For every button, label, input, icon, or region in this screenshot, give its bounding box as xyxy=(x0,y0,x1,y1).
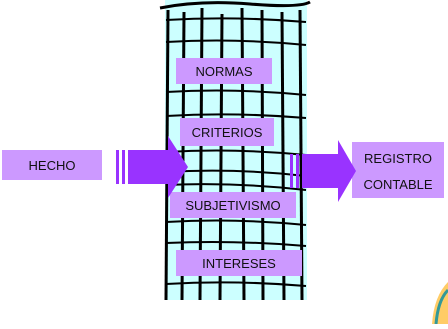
criterios-label: CRITERIOS xyxy=(191,124,263,140)
grid-top-edge xyxy=(159,0,311,10)
subjetivismo-label: SUBJETIVISMO xyxy=(185,197,281,213)
intereses-label: INTERESES xyxy=(202,255,276,271)
corner-decoration xyxy=(432,282,448,325)
grid-horizontal-lines xyxy=(165,17,307,287)
hecho-box xyxy=(2,150,102,180)
criterios-box xyxy=(180,118,274,146)
normas-label: NORMAS xyxy=(195,63,253,79)
registro-box xyxy=(352,142,444,198)
contable-label: CONTABLE xyxy=(363,176,433,192)
output-arrow xyxy=(290,140,356,202)
subjetivismo-box xyxy=(170,192,296,218)
hecho-label: HECHO xyxy=(28,157,76,173)
registro-label: REGISTRO xyxy=(364,150,432,166)
normas-box xyxy=(176,58,272,84)
input-arrow xyxy=(116,136,188,198)
intereses-box xyxy=(176,250,302,276)
